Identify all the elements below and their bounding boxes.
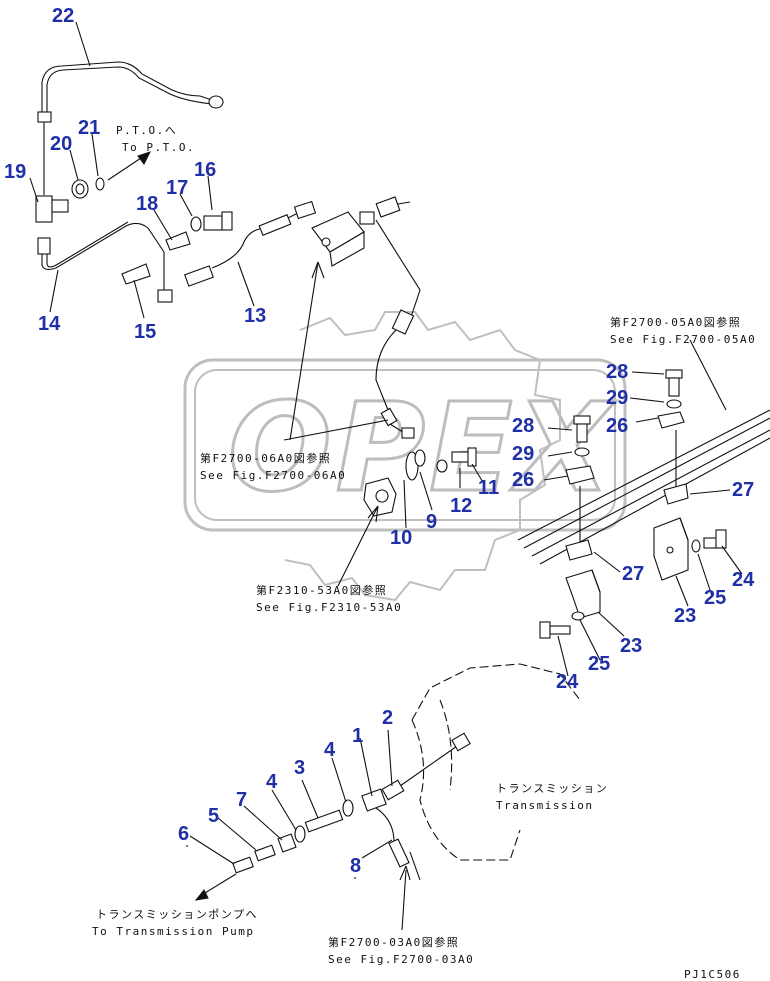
callout-28-mid: 28 bbox=[512, 415, 534, 437]
leader-lines bbox=[29, 21, 743, 931]
tube-22 bbox=[37, 61, 224, 195]
nut-20 bbox=[71, 179, 89, 199]
bracket-9 bbox=[405, 449, 426, 481]
callout-19: 19 bbox=[4, 161, 26, 183]
hose-8 bbox=[375, 807, 421, 881]
clamp-26a bbox=[657, 411, 685, 429]
reference-texts: P.T.O.へ To P.T.O. 第F2700-05A0図参照 See Fig… bbox=[92, 124, 756, 981]
ref-f2700-06-en: See Fig.F2700-06A0 bbox=[200, 469, 346, 482]
elbow-19 bbox=[35, 195, 69, 223]
clamp-27a bbox=[663, 430, 689, 505]
washer-29b bbox=[574, 447, 590, 457]
callout-13: 13 bbox=[244, 305, 266, 327]
watermark-text: OPEX bbox=[228, 377, 616, 519]
fitting-7 bbox=[277, 833, 297, 853]
callout-25-right: 25 bbox=[704, 587, 726, 609]
callout-18: 18 bbox=[136, 193, 158, 215]
callout-10: 10 bbox=[390, 527, 412, 549]
callout-22: 22 bbox=[52, 5, 74, 27]
bolt-28a bbox=[665, 369, 683, 397]
callout-16: 16 bbox=[194, 159, 216, 181]
callout-14: 14 bbox=[38, 313, 61, 335]
ref-f2700-03-jp: 第F2700-03A0図参照 bbox=[328, 935, 459, 949]
callout-27-mid: 27 bbox=[622, 563, 644, 585]
callout-11: 11 bbox=[478, 477, 499, 499]
callout-9: 9 bbox=[426, 511, 437, 533]
callout-27-right: 27 bbox=[732, 479, 754, 501]
clamp-26b bbox=[565, 465, 595, 544]
hose-13 bbox=[184, 200, 317, 287]
tee-1 bbox=[361, 788, 387, 812]
callout-8: 8 bbox=[350, 855, 361, 877]
bolt-24b bbox=[539, 621, 571, 639]
bolt-11 bbox=[451, 447, 477, 467]
ref-f2700-05-en: See Fig.F2700-05A0 bbox=[610, 333, 756, 346]
drawing-code: PJ1C506 bbox=[684, 968, 741, 981]
callout-12: 12 bbox=[450, 495, 472, 517]
bolt-16 bbox=[203, 211, 233, 231]
ref-f2700-03-en: See Fig.F2700-03A0 bbox=[328, 953, 474, 966]
sensor-10 bbox=[363, 477, 397, 517]
callout-29-mid: 29 bbox=[512, 443, 534, 465]
clip-15 bbox=[121, 263, 151, 285]
bracket-23b bbox=[565, 569, 601, 619]
block-18 bbox=[165, 231, 191, 251]
clamp-4b bbox=[294, 825, 306, 843]
callouts: 22 21 20 19 16 17 18 14 15 13 28 29 26 2… bbox=[4, 5, 755, 877]
hose-3 bbox=[304, 809, 344, 833]
ref-transmission-en: Transmission bbox=[496, 799, 593, 812]
ref-f2700-06-jp: 第F2700-06A0図参照 bbox=[200, 451, 331, 465]
valve-block bbox=[311, 196, 421, 439]
lower-hose-assembly bbox=[232, 732, 471, 881]
oring-21 bbox=[95, 177, 105, 191]
bolt-28b bbox=[573, 415, 591, 443]
callout-2: 2 bbox=[382, 707, 393, 729]
callout-23-right: 23 bbox=[674, 605, 696, 627]
callout-3: 3 bbox=[294, 757, 305, 779]
callout-29-right: 29 bbox=[606, 387, 628, 409]
callout-25-mid: 25 bbox=[588, 653, 610, 675]
callout-15: 15 bbox=[134, 321, 156, 343]
fitting-6 bbox=[232, 856, 254, 874]
fitting-2 bbox=[381, 779, 405, 801]
ref-pump-jp: トランスミッションポンプへ bbox=[96, 908, 258, 921]
washer-25a bbox=[691, 539, 701, 553]
callout-24-mid: 24 bbox=[556, 671, 579, 693]
callout-6: 6 bbox=[178, 823, 189, 845]
callout-26-right: 26 bbox=[606, 415, 628, 437]
bolt-24a bbox=[703, 529, 727, 549]
callout-7: 7 bbox=[236, 789, 247, 811]
ref-pump-en: To Transmission Pump bbox=[92, 925, 254, 938]
washer-25b bbox=[571, 611, 585, 621]
pipe-bundle bbox=[517, 339, 770, 565]
callout-20: 20 bbox=[50, 133, 72, 155]
callout-28-right: 28 bbox=[606, 361, 628, 383]
ref-f2700-05-jp: 第F2700-05A0図参照 bbox=[610, 315, 741, 329]
ref-pto-jp: P.T.O.へ bbox=[116, 124, 177, 137]
ref-transmission-jp: トランスミッション bbox=[496, 782, 608, 795]
clamp-27b bbox=[565, 539, 593, 561]
transmission-housing bbox=[411, 663, 581, 861]
callout-17: 17 bbox=[166, 177, 188, 199]
callout-5: 5 bbox=[208, 805, 219, 827]
callout-23-mid: 23 bbox=[620, 635, 642, 657]
ref-f2310-53-en: See Fig.F2310-53A0 bbox=[256, 601, 402, 614]
bracket-23a bbox=[653, 517, 689, 581]
callout-1: 1 bbox=[352, 725, 363, 747]
ref-f2310-53-jp: 第F2310-53A0図参照 bbox=[256, 583, 387, 597]
watermark: OPEX bbox=[183, 311, 627, 602]
callout-21: 21 bbox=[78, 117, 100, 139]
callout-4-upper: 4 bbox=[324, 739, 336, 761]
clamp-4a bbox=[342, 799, 354, 817]
washer-12 bbox=[436, 459, 448, 473]
washer-29a bbox=[666, 399, 682, 409]
callout-24-right: 24 bbox=[732, 569, 755, 591]
fitting-5 bbox=[254, 844, 276, 862]
ref-pto-en: To P.T.O. bbox=[122, 141, 195, 154]
washer-17 bbox=[190, 216, 202, 232]
callout-4-lower: 4 bbox=[266, 771, 278, 793]
callout-26-mid: 26 bbox=[512, 469, 534, 491]
tube-14 bbox=[37, 221, 173, 303]
